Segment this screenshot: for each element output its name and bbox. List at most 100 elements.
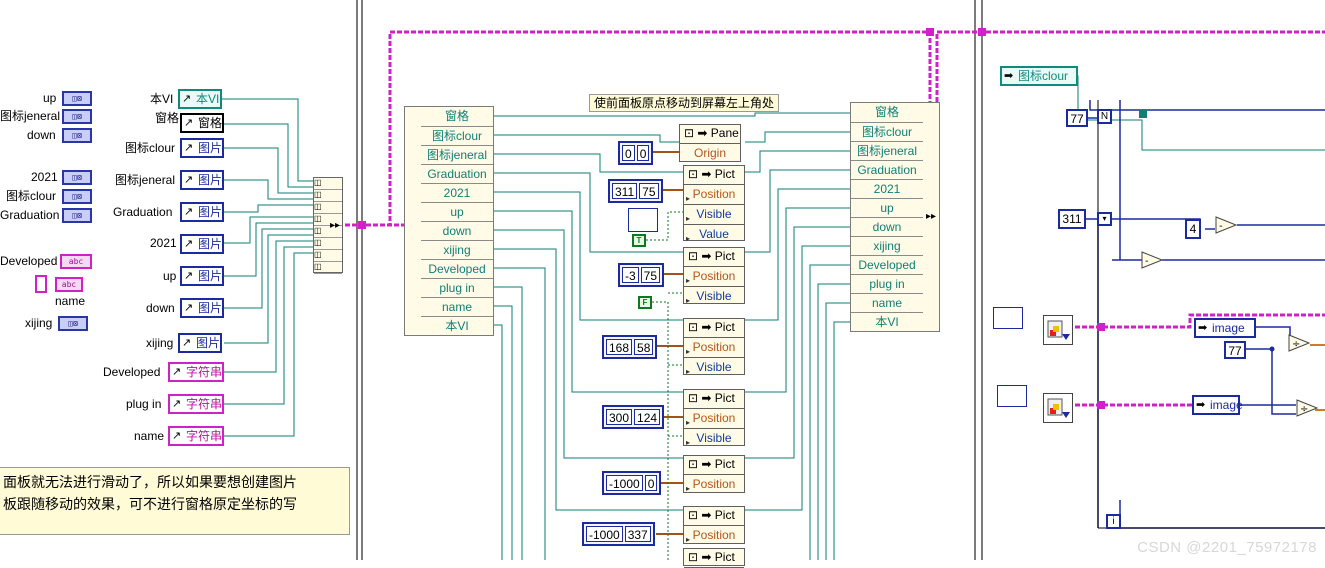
bundle-node[interactable]: ◫ ◫ ◫ ◫ ◫ ◫ ◫ ◫ bbox=[313, 177, 343, 274]
position-row[interactable]: ▸Position bbox=[684, 409, 744, 429]
bundle-by-name[interactable]: 窗格 图标clour 图标jeneral Graduation 2021 up … bbox=[850, 102, 940, 332]
picture-control-box[interactable] bbox=[628, 208, 658, 232]
const-311[interactable]: 311 bbox=[1058, 209, 1086, 229]
rebundle-item[interactable]: 图标clour bbox=[851, 122, 923, 141]
unbundle-item[interactable]: name bbox=[421, 297, 493, 316]
unbundle-item[interactable]: Graduation bbox=[421, 164, 493, 183]
rebundle-item[interactable]: plug in bbox=[851, 274, 923, 293]
ref-2021[interactable]: ↗图片 bbox=[180, 234, 224, 254]
pict-property-node-4[interactable]: ⊡ ➡ Pict ▸Position ▸Visible bbox=[683, 389, 745, 448]
pane-origin-row[interactable]: Origin bbox=[680, 144, 740, 163]
visible-row[interactable]: ▸Visible bbox=[684, 205, 744, 225]
position-row[interactable]: ▸Position bbox=[684, 526, 744, 545]
ref-graduation[interactable]: ↗图片 bbox=[180, 202, 224, 222]
ref-name[interactable]: ↗字符串 bbox=[168, 426, 224, 446]
ref-arrow-icon: ↗ bbox=[182, 93, 192, 105]
ref-developed[interactable]: ↗字符串 bbox=[168, 362, 224, 382]
bool-false-const[interactable]: F bbox=[638, 296, 652, 309]
unbundle-item[interactable]: 窗格 bbox=[444, 109, 469, 123]
pict3-position-const[interactable]: 168 58 bbox=[602, 335, 658, 359]
icon-clour-terminal[interactable]: ◫⊠ bbox=[62, 189, 92, 204]
divide-icon-2[interactable]: ÷ bbox=[1295, 398, 1319, 418]
up-terminal[interactable]: ◫⊠ bbox=[62, 91, 92, 106]
2021-terminal[interactable]: ◫⊠ bbox=[62, 170, 92, 185]
visible-row[interactable]: ▸Visible bbox=[684, 287, 744, 306]
unbundle-item[interactable]: plug in bbox=[421, 278, 493, 297]
ref-up[interactable]: ↗图片 bbox=[180, 266, 224, 286]
unbundle-item[interactable]: 本VI bbox=[421, 316, 493, 335]
ref-icon-jeneral[interactable]: ↗图片 bbox=[180, 170, 224, 190]
pict-property-node-6[interactable]: ⊡ ➡ Pict ▸Position bbox=[683, 506, 745, 544]
const-4[interactable]: 4 bbox=[1185, 219, 1201, 239]
const-77-b[interactable]: 77 bbox=[1224, 341, 1246, 359]
subtract-icon[interactable]: - bbox=[1214, 215, 1238, 235]
name-terminal[interactable]: abc bbox=[55, 277, 83, 292]
unbundle-by-name[interactable]: 窗格 图标clour 图标jeneral Graduation 2021 up … bbox=[404, 106, 494, 336]
icon-jeneral-terminal[interactable]: ◫⊠ bbox=[62, 109, 92, 124]
pict-property-node-2[interactable]: ⊡ ➡ Pict ▸Position ▸Visible bbox=[683, 247, 745, 306]
ref-xijing[interactable]: ↗图片 bbox=[178, 333, 222, 353]
ref-down[interactable]: ↗图片 bbox=[180, 298, 224, 318]
pict5-position-const[interactable]: -1000 0 bbox=[602, 471, 662, 495]
rebundle-item[interactable]: Graduation bbox=[851, 160, 923, 179]
unbundle-item[interactable]: Developed bbox=[421, 259, 493, 278]
bool-true-const[interactable]: T bbox=[632, 234, 646, 247]
visible-row[interactable]: ▸Visible bbox=[684, 358, 744, 377]
svg-text:÷: ÷ bbox=[1292, 339, 1300, 350]
unbundle-item[interactable]: 2021 bbox=[421, 183, 493, 202]
graduation-terminal[interactable]: ◫⊠ bbox=[62, 208, 92, 223]
ref-icon-clour[interactable]: ↗图片 bbox=[180, 138, 224, 158]
rebundle-item[interactable]: down bbox=[851, 217, 923, 236]
ref-pane[interactable]: ↗窗格 bbox=[180, 113, 224, 133]
const-77[interactable]: 77 bbox=[1066, 109, 1088, 127]
value-row[interactable]: ▸Value bbox=[684, 225, 744, 244]
position-row[interactable]: ▸Position bbox=[684, 338, 744, 358]
rebundle-item[interactable]: name bbox=[851, 293, 923, 312]
ref-plug-in[interactable]: ↗字符串 bbox=[168, 394, 224, 414]
rebundle-item[interactable]: 窗格 bbox=[874, 105, 899, 119]
image-control-1[interactable] bbox=[993, 307, 1023, 329]
divide-icon[interactable]: ÷ bbox=[1287, 333, 1311, 353]
developed-terminal[interactable]: abc bbox=[60, 254, 92, 269]
draw-image-icon[interactable] bbox=[1043, 315, 1073, 345]
pict4-position-const[interactable]: 300 124 bbox=[602, 405, 665, 429]
ref-icon-clour-right[interactable]: ➡图标clour bbox=[1000, 66, 1078, 86]
subtract-icon-2[interactable]: - bbox=[1140, 250, 1164, 270]
ref-benvi[interactable]: ↗ 本VI bbox=[178, 89, 222, 109]
bundle-slot: ◫ bbox=[314, 214, 342, 226]
unbundle-image-1[interactable]: ➡image bbox=[1194, 318, 1256, 338]
image-control-2[interactable] bbox=[997, 385, 1027, 407]
unbundle-item[interactable]: up bbox=[421, 202, 493, 221]
draw-image-icon-2[interactable] bbox=[1043, 393, 1073, 423]
position-row[interactable]: ▸Position bbox=[684, 475, 744, 494]
rebundle-item[interactable]: up bbox=[851, 198, 923, 217]
rebundle-item[interactable]: Developed bbox=[851, 255, 923, 274]
unbundle-item[interactable]: xijing bbox=[421, 240, 493, 259]
position-row[interactable]: ▸Position bbox=[684, 267, 744, 287]
position-row[interactable]: ▸Position bbox=[684, 185, 744, 205]
rebundle-item[interactable]: 图标jeneral bbox=[851, 141, 923, 160]
visible-row[interactable]: ▸Visible bbox=[684, 429, 744, 448]
string-control-box[interactable] bbox=[35, 275, 47, 293]
rebundle-item[interactable]: 本VI bbox=[851, 312, 923, 331]
pict2-position-const[interactable]: -3 75 bbox=[618, 263, 665, 287]
unbundle-item[interactable]: down bbox=[421, 221, 493, 240]
xijing-terminal[interactable]: ◫⊠ bbox=[58, 316, 88, 331]
ref-value: 本VI bbox=[196, 92, 220, 106]
label-graduation: Graduation bbox=[0, 208, 60, 222]
pict1-position-const[interactable]: 311 75 bbox=[608, 179, 663, 203]
pane-property-node[interactable]: ⊡ ➡ Pane Origin bbox=[679, 124, 741, 162]
pict-property-node-3[interactable]: ⊡ ➡ Pict ▸Position ▸Visible bbox=[683, 318, 745, 377]
pict-property-node-5[interactable]: ⊡ ➡ Pict ▸Position bbox=[683, 455, 745, 493]
unbundle-item[interactable]: 图标jeneral bbox=[421, 145, 493, 164]
rebundle-item[interactable]: 2021 bbox=[851, 179, 923, 198]
pane-origin-const[interactable]: 0 0 bbox=[618, 141, 654, 165]
pict-property-node-1[interactable]: ⊡ ➡ Pict ▸Position ▸Visible ▸Value bbox=[683, 165, 745, 244]
unbundle-item[interactable]: 图标clour bbox=[421, 126, 493, 145]
const-val: 0 bbox=[644, 475, 658, 491]
down-terminal[interactable]: ◫⊠ bbox=[62, 128, 92, 143]
pict6-position-const[interactable]: -1000 337 bbox=[582, 522, 655, 546]
rebundle-item[interactable]: xijing bbox=[851, 236, 923, 255]
unbundle-image-2[interactable]: ➡image bbox=[1192, 395, 1243, 415]
pict-property-node-7[interactable]: ⊡ ➡ Pict bbox=[683, 548, 745, 568]
